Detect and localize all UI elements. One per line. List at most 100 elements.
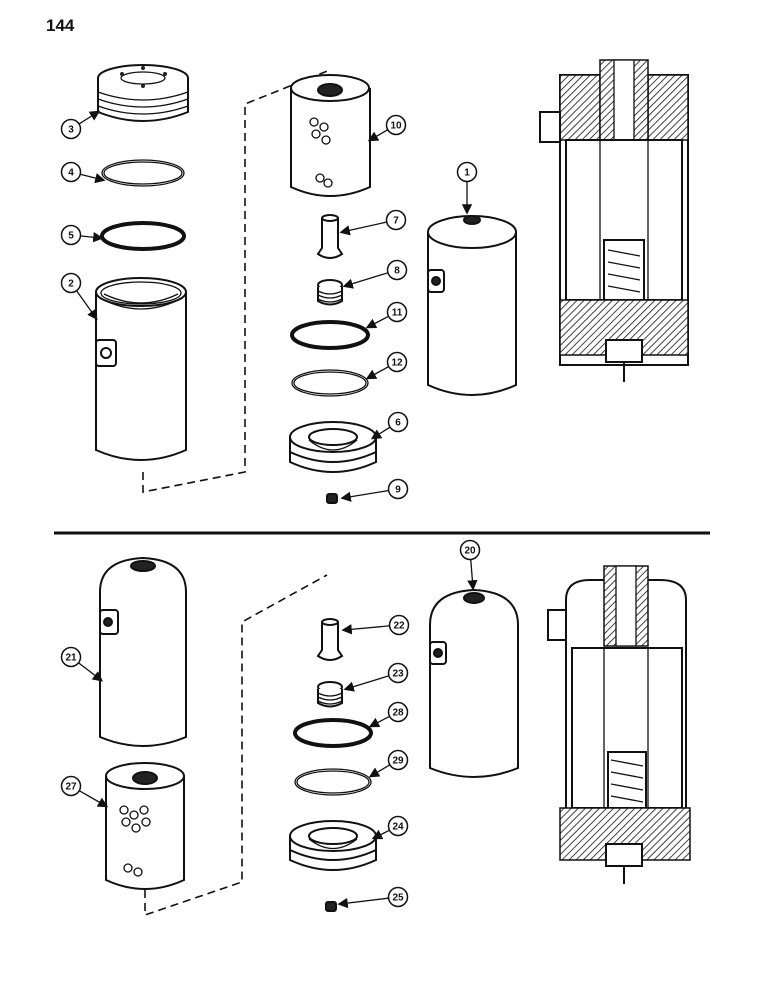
callout-circle-27 — [60, 775, 82, 797]
callout-leader-10 — [367, 129, 388, 142]
part-1-filter-assembly — [427, 215, 517, 396]
part-22-center-tube — [316, 618, 344, 661]
part-11-oring — [290, 320, 370, 350]
callout-leader-29 — [368, 764, 390, 778]
callout-circle-29 — [387, 749, 409, 771]
part-20-filter-assembly — [429, 588, 519, 778]
callout-11: 11 — [365, 301, 408, 329]
callout-28: 28 — [368, 701, 409, 728]
part-29-ring — [294, 768, 372, 796]
callout-27: 27 — [60, 775, 109, 808]
callout-circle-7 — [385, 209, 407, 231]
callout-leader-4 — [80, 173, 106, 184]
callout-leader-27 — [79, 790, 109, 808]
part-2-housing — [95, 277, 187, 461]
part-9-plug — [326, 493, 338, 504]
callout-circle-28 — [387, 701, 409, 723]
callout-leader-12 — [365, 366, 389, 380]
part-3-cap — [97, 64, 189, 122]
callout-circle-24 — [387, 815, 409, 837]
callout-20: 20 — [459, 539, 481, 591]
part-5-oring — [100, 221, 186, 251]
callout-1: 1 — [456, 161, 478, 215]
callout-8: 8 — [342, 259, 408, 289]
callout-circle-1 — [456, 161, 478, 183]
callout-5: 5 — [60, 224, 104, 246]
callout-6: 6 — [370, 411, 409, 440]
part-25-plug — [325, 901, 337, 912]
callout-leader-21 — [78, 662, 104, 682]
callout-circle-23 — [387, 662, 409, 684]
callout-label-2: 2 — [68, 279, 74, 290]
callout-2: 2 — [60, 272, 98, 321]
part-4-ring — [101, 159, 185, 187]
dashed-connector-bottom — [144, 574, 328, 917]
callout-label-29: 29 — [392, 756, 404, 767]
callout-leader-3 — [79, 110, 101, 125]
part-23-spring — [317, 681, 343, 708]
sectional-view-bottom — [547, 565, 691, 884]
callout-label-6: 6 — [395, 418, 401, 429]
callout-29: 29 — [368, 749, 409, 778]
callout-leader-28 — [368, 716, 390, 728]
callout-leader-9 — [340, 489, 389, 502]
callout-label-25: 25 — [392, 893, 404, 904]
callout-leader-23 — [343, 675, 389, 692]
callout-circle-8 — [386, 259, 408, 281]
callout-label-24: 24 — [392, 822, 404, 833]
callout-label-9: 9 — [395, 485, 401, 496]
callout-leader-7 — [339, 221, 387, 236]
callout-label-12: 12 — [391, 358, 403, 369]
callout-circle-2 — [60, 272, 82, 294]
callout-circle-12 — [386, 351, 408, 373]
callout-label-5: 5 — [68, 231, 74, 242]
callout-25: 25 — [337, 886, 409, 909]
callout-leader-11 — [365, 316, 389, 329]
callout-circle-11 — [386, 301, 408, 323]
page-number: 144 — [46, 16, 75, 35]
callout-circle-6 — [387, 411, 409, 433]
callout-circle-3 — [60, 118, 82, 140]
callout-24: 24 — [371, 815, 409, 840]
part-24-base — [289, 820, 377, 871]
callout-circle-5 — [60, 224, 82, 246]
sectional-view-top — [539, 59, 689, 382]
callout-leader-25 — [337, 897, 389, 909]
callout-circle-20 — [459, 539, 481, 561]
part-21-shell — [99, 556, 187, 747]
part-7-center-tube — [316, 214, 344, 259]
callout-label-11: 11 — [392, 308, 403, 319]
callout-label-22: 22 — [393, 621, 405, 632]
part-8-spring — [317, 279, 343, 306]
callout-label-8: 8 — [394, 266, 400, 277]
callout-3: 3 — [60, 110, 101, 140]
callout-leader-22 — [341, 624, 390, 635]
callout-circle-25 — [387, 886, 409, 908]
callout-7: 7 — [339, 209, 407, 236]
callout-circle-4 — [60, 161, 82, 183]
callout-circle-9 — [387, 478, 409, 500]
callout-21: 21 — [60, 646, 104, 682]
callout-leader-2 — [76, 290, 98, 321]
callout-leader-8 — [342, 272, 388, 289]
callout-9: 9 — [340, 478, 409, 502]
callout-label-23: 23 — [392, 669, 404, 680]
callout-circle-21 — [60, 646, 82, 668]
callout-circle-22 — [388, 614, 410, 636]
part-12-ring — [291, 369, 369, 397]
callout-label-20: 20 — [464, 546, 476, 557]
dashed-connector-top — [142, 69, 331, 493]
part-10-filter-element — [290, 74, 371, 197]
callout-circle-10 — [385, 114, 407, 136]
callout-label-7: 7 — [393, 216, 399, 227]
callout-label-10: 10 — [390, 121, 402, 132]
callout-leader-5 — [80, 232, 104, 243]
part-27-filter-element — [105, 762, 185, 890]
callout-label-1: 1 — [464, 168, 470, 179]
callout-12: 12 — [365, 351, 408, 380]
part-6-base — [289, 421, 377, 473]
part-28-oring — [293, 718, 373, 748]
callout-leader-6 — [370, 426, 390, 440]
